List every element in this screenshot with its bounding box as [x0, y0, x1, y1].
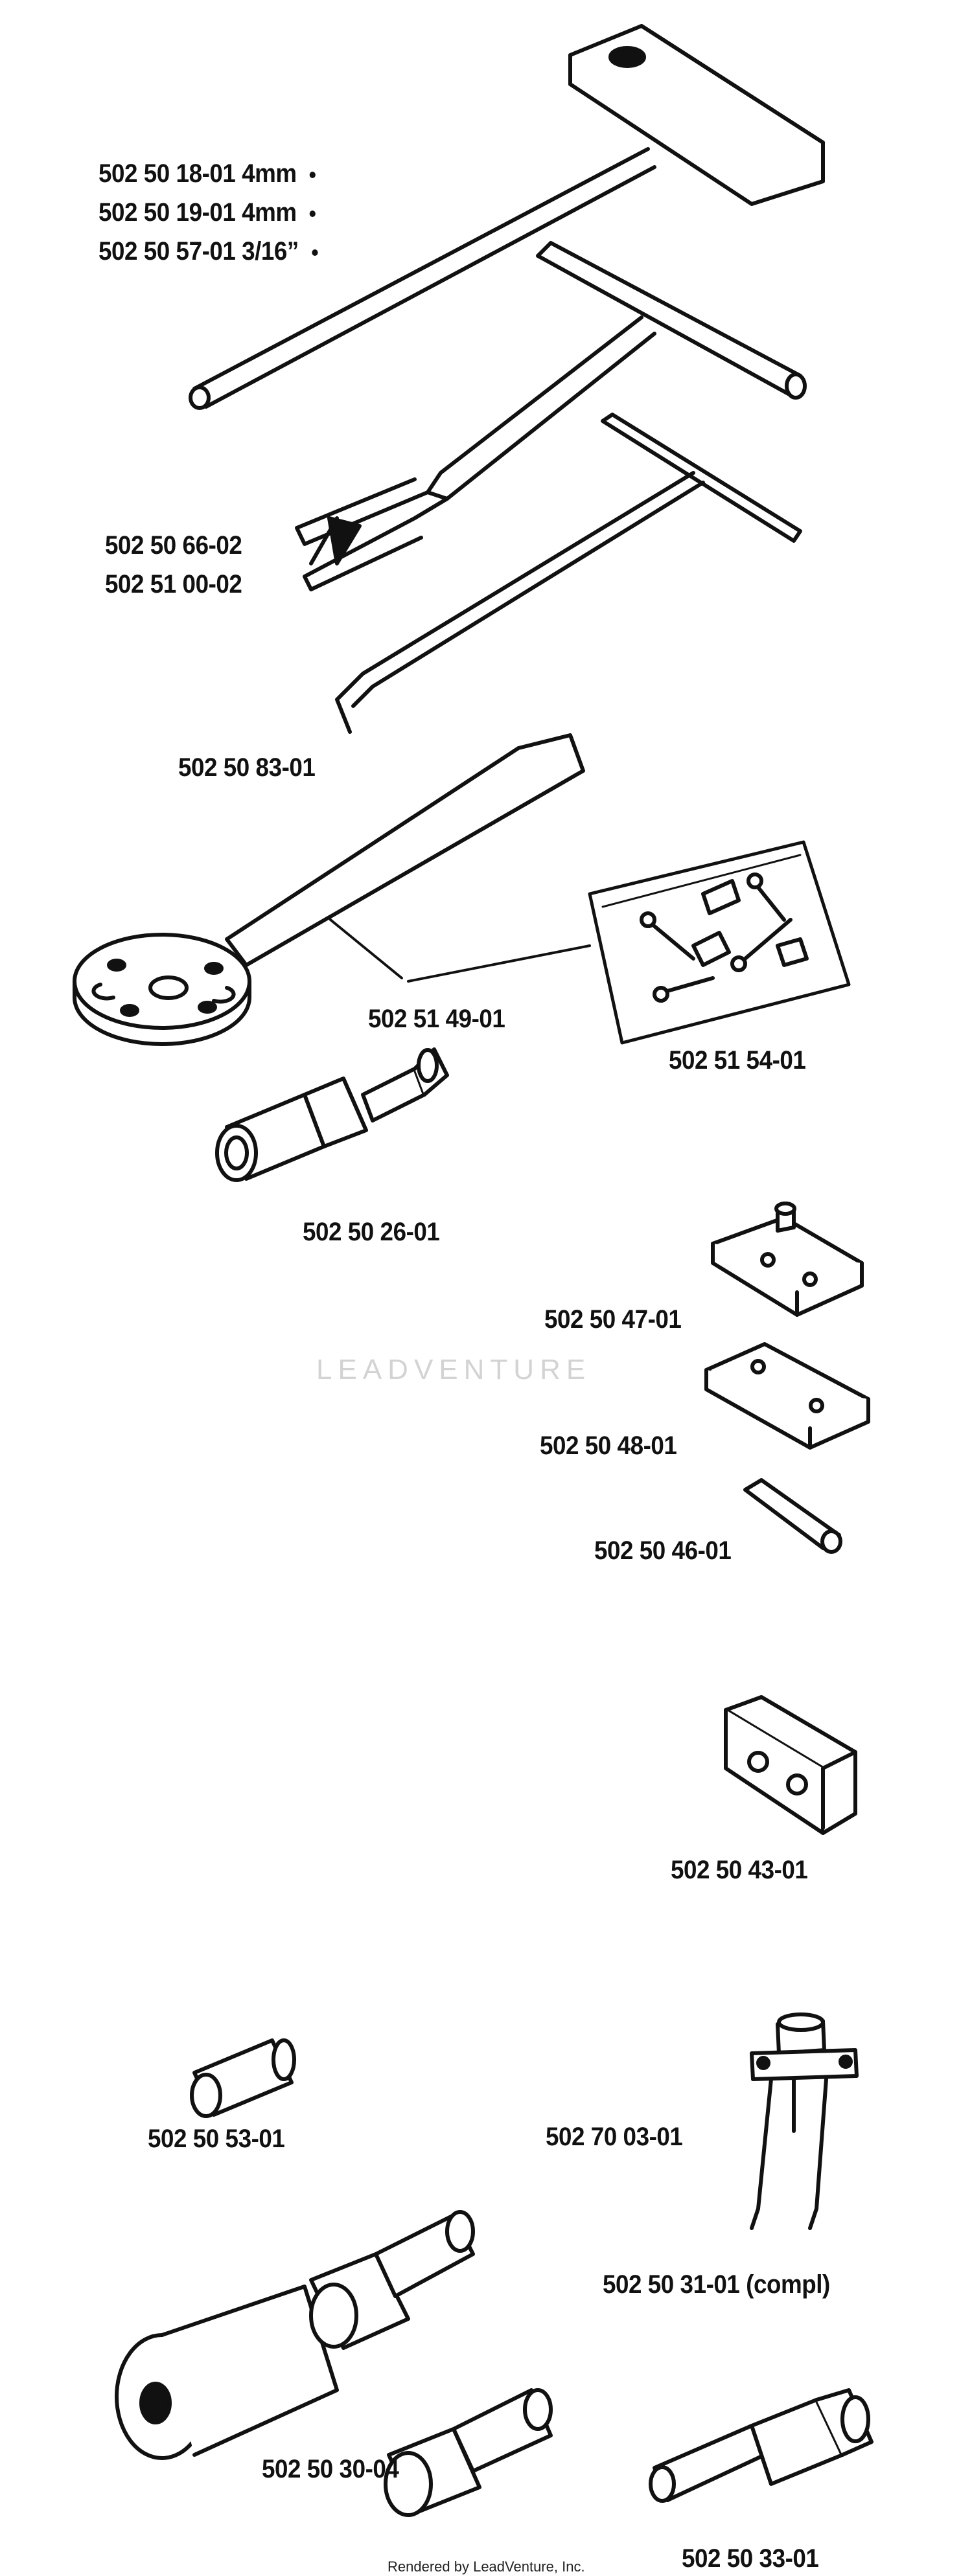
t-handle-allen-key-drawing [189, 24, 825, 410]
part-label: 502 50 33-01 [682, 2544, 819, 2573]
part-label: 502 50 30-04 [262, 2455, 399, 2483]
screw-kit-drawing [588, 840, 851, 1045]
pin-drawing [743, 1478, 842, 1554]
part-label: 502 51 49-01 [368, 1005, 505, 1033]
part-label: 502 50 48-01 [540, 1431, 677, 1460]
puller-set-drawing [115, 2210, 553, 2517]
part-label: 502 50 43-01 [671, 1856, 808, 1884]
bullet-icon [309, 172, 316, 179]
part-label: 502 50 31-01 (compl) [603, 2270, 830, 2299]
part-label: 502 50 66-02 [105, 531, 242, 560]
part-label: 502 51 00-02 [105, 570, 242, 598]
footer-credit: Rendered by LeadVenture, Inc. [388, 2559, 585, 2575]
bolt-puller-drawing [215, 1047, 449, 1182]
bullet-icon [309, 211, 316, 218]
part-label: 502 50 18-01 4mm [98, 159, 316, 188]
part-label: 502 50 19-01 4mm [98, 198, 316, 227]
part-number: 502 50 57-01 3/16” [98, 237, 299, 266]
part-number: 502 50 18-01 4mm [98, 159, 297, 188]
part-label: 502 50 53-01 [148, 2125, 285, 2153]
bullet-icon [312, 249, 318, 256]
t-bar-fork-tool-drawing [295, 241, 807, 591]
drift-drawing [649, 2388, 874, 2503]
watermark: LEADVENTURE [316, 1354, 592, 1385]
part-label: 502 70 03-01 [546, 2123, 683, 2151]
sleeve-drawing [190, 2038, 296, 2118]
two-arm-puller-drawing [750, 2012, 859, 2230]
part-label: 502 50 83-01 [178, 753, 316, 782]
block-drawing [724, 1695, 857, 1835]
hook-tool-drawing [335, 413, 802, 734]
part-label: 502 51 54-01 [669, 1046, 806, 1075]
part-label: 502 50 57-01 3/16” [98, 237, 318, 266]
part-label: 502 50 46-01 [594, 1536, 732, 1565]
flywheel-holder-drawing [73, 733, 591, 1046]
part-label: 502 50 26-01 [303, 1218, 440, 1246]
plate-with-stud-drawing [711, 1202, 864, 1317]
part-number: 502 50 19-01 4mm [98, 198, 297, 227]
part-label: 502 50 47-01 [544, 1305, 682, 1334]
plate-drawing [704, 1342, 870, 1450]
